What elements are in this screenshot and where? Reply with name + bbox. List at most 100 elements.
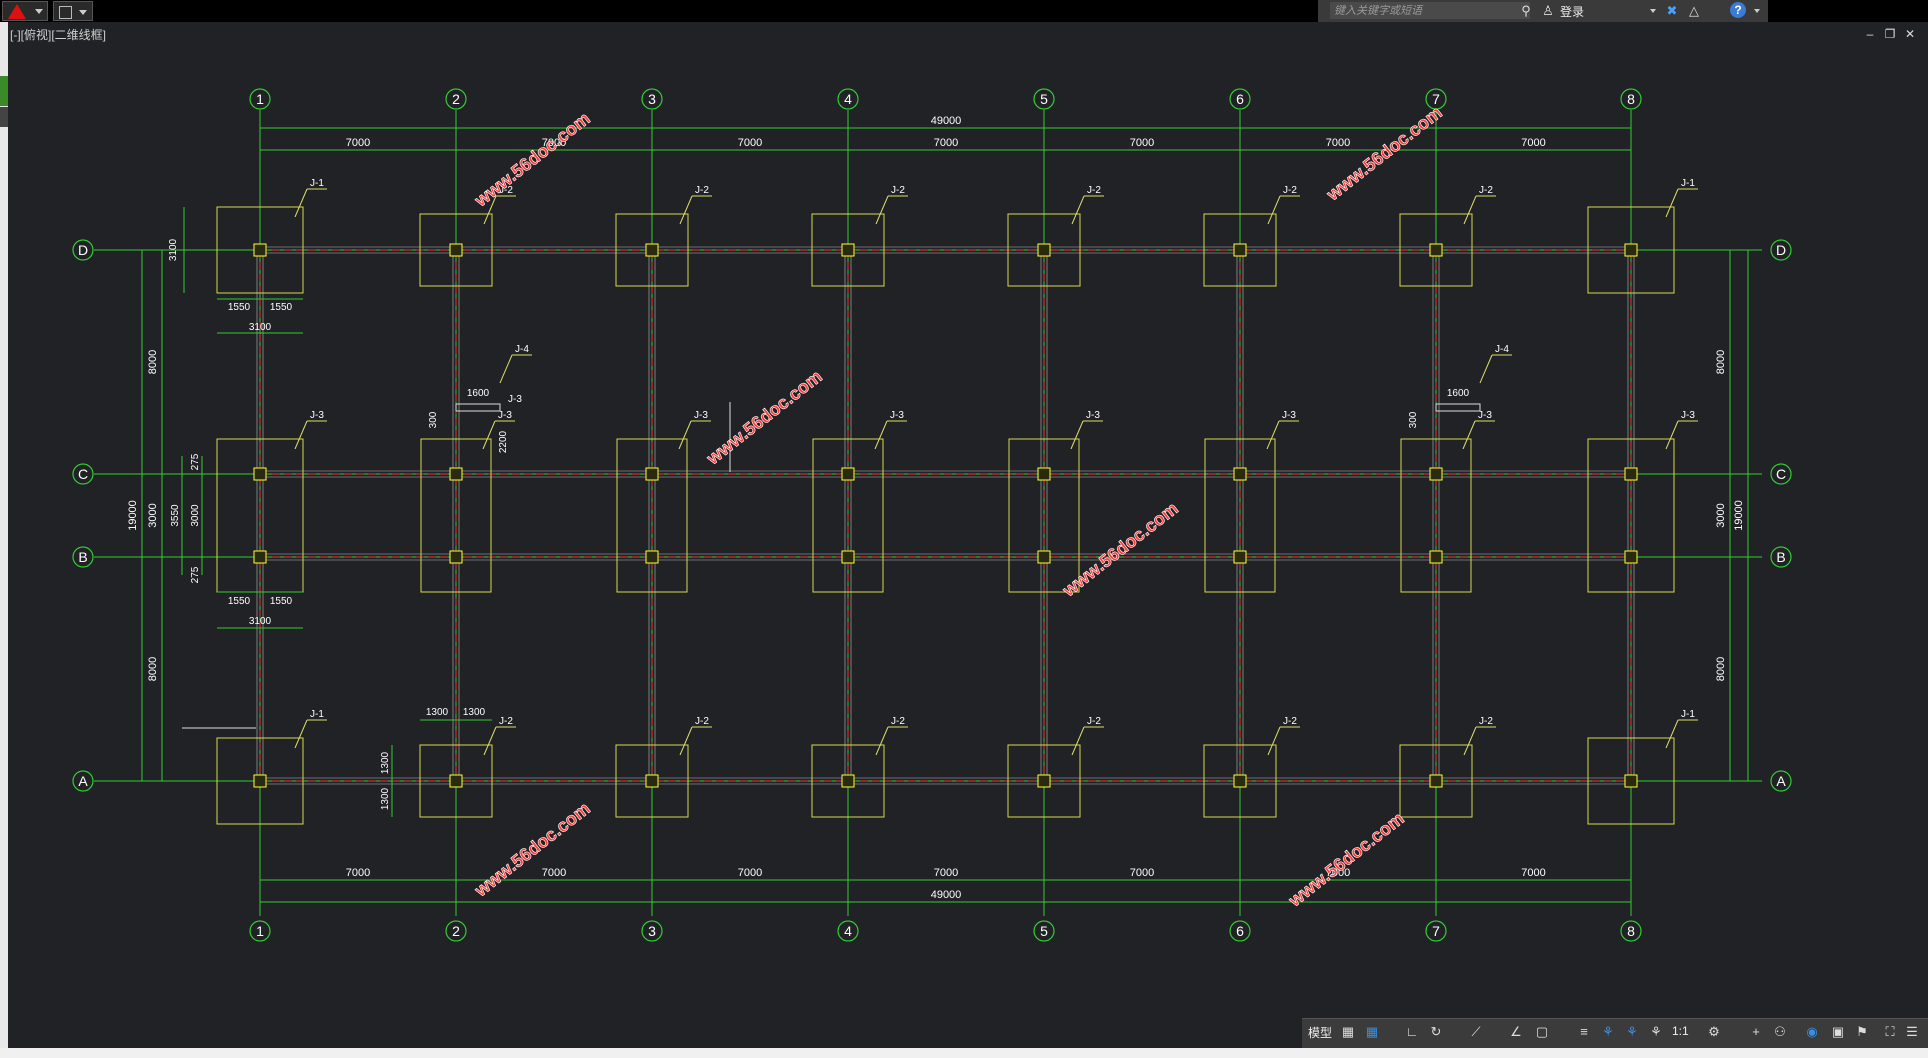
- footing-J2: [1007, 213, 1081, 287]
- model-tab[interactable]: 模型: [1308, 1026, 1333, 1040]
- dimension-text: 1550: [270, 302, 293, 313]
- axis-label: C: [1776, 466, 1786, 482]
- footing-label: J-3: [1282, 410, 1296, 421]
- dimension-text: 7000: [542, 137, 566, 149]
- ortho-icon[interactable]: ∟: [1405, 1024, 1419, 1039]
- footing-label: J-2: [891, 185, 905, 196]
- footing-label: J-1: [310, 709, 324, 720]
- column-square: [1037, 467, 1051, 481]
- chevron-down-icon[interactable]: [1754, 9, 1760, 13]
- search-input[interactable]: [1330, 2, 1530, 19]
- footing-J3: [1400, 438, 1472, 593]
- panel-tab[interactable]: [0, 107, 8, 127]
- dimension-text: 49000: [931, 889, 962, 901]
- plus-icon[interactable]: +: [1752, 1024, 1760, 1039]
- panel-tab[interactable]: [0, 76, 8, 106]
- axis-bubble-7: [1425, 920, 1447, 942]
- autocad-logo-icon: [8, 4, 26, 19]
- column-square: [1624, 243, 1638, 257]
- dimension-text: 7000: [1326, 867, 1350, 879]
- axis-label: 7: [1432, 91, 1440, 107]
- leader-line: [1479, 354, 1493, 384]
- dimension-text: 7000: [738, 867, 762, 879]
- axis-bubble-7: [1425, 88, 1447, 110]
- annotation-icon[interactable]: ▢: [1535, 1024, 1549, 1039]
- column-square: [1037, 774, 1051, 788]
- chevron-down-icon[interactable]: [79, 10, 87, 15]
- dimension-text: 2200: [498, 430, 509, 453]
- dimension-text: 7000: [346, 867, 370, 879]
- axis-label: 3: [648, 91, 656, 107]
- fullscreen-icon[interactable]: ⛶: [1885, 1024, 1895, 1039]
- axis-label: C: [78, 466, 88, 482]
- footing-label: J-1: [1681, 178, 1695, 189]
- object-snap-icon[interactable]: ∠: [1510, 1024, 1522, 1039]
- column-square: [1429, 774, 1443, 788]
- close-icon[interactable]: ✕: [1904, 27, 1916, 41]
- workspace-icon[interactable]: ⚇: [1774, 1024, 1786, 1039]
- axis-bubble-B: [1770, 546, 1792, 568]
- application-menu-button[interactable]: [2, 1, 48, 21]
- column-square: [1233, 467, 1247, 481]
- dimension-text: 1300: [380, 787, 391, 810]
- footing-label: J-3: [1681, 410, 1695, 421]
- column-square: [449, 467, 463, 481]
- dimension-text: 275: [190, 566, 201, 583]
- axis-bubble-8: [1620, 88, 1642, 110]
- isodraft-icon[interactable]: ⟋: [1471, 1024, 1481, 1039]
- axis-label: 3: [648, 923, 656, 939]
- leader-line: [1267, 195, 1281, 225]
- lineweight-icon[interactable]: ≡: [1580, 1024, 1588, 1039]
- axis-label: 8: [1627, 91, 1635, 107]
- binoculars-icon[interactable]: ⚲: [1521, 3, 1531, 18]
- leader-line: [1665, 188, 1679, 218]
- leader-line: [483, 726, 497, 756]
- chevron-down-icon: [35, 9, 43, 14]
- column-square: [449, 550, 463, 564]
- footing-label: J-2: [499, 185, 513, 196]
- isolate-objects-icon[interactable]: ◉: [1806, 1024, 1818, 1039]
- customize-icon[interactable]: ☰: [1906, 1024, 1918, 1039]
- help-icon[interactable]: ?: [1730, 2, 1746, 18]
- minimize-icon[interactable]: –: [1866, 27, 1874, 41]
- column-square: [1233, 550, 1247, 564]
- grid-icon[interactable]: ▦: [1341, 1024, 1355, 1039]
- footing-label: J-3: [508, 394, 522, 405]
- footing-label: J-1: [1681, 709, 1695, 720]
- footing-label: J-2: [891, 716, 905, 727]
- viewport-controls[interactable]: [-][俯视][二维线框]: [10, 28, 107, 42]
- autoscale-icon[interactable]: ⚘: [1626, 1024, 1638, 1039]
- exchange-icon[interactable]: ✖: [1666, 3, 1678, 18]
- snap-icon[interactable]: ▦: [1365, 1024, 1379, 1039]
- hardware-acceleration-icon[interactable]: ▣: [1831, 1024, 1845, 1039]
- axis-label: B: [1776, 549, 1785, 565]
- leader-line: [874, 420, 888, 450]
- user-icon[interactable]: ♙: [1542, 3, 1554, 18]
- footing-label: J-3: [310, 410, 324, 421]
- annotation-visibility-icon[interactable]: ⚘: [1602, 1024, 1614, 1039]
- footing-J2: [1203, 213, 1277, 287]
- chevron-down-icon[interactable]: [1650, 9, 1656, 13]
- save-icon[interactable]: [59, 6, 72, 19]
- annotation-scale-icon[interactable]: ⚘: [1650, 1024, 1662, 1039]
- footing-J4: [1435, 403, 1481, 412]
- polar-icon[interactable]: ↻: [1430, 1024, 1442, 1039]
- axis-bubble-5: [1033, 920, 1055, 942]
- drawing-canvas[interactable]: J-1J-3J-1J-2J-3J-2J-2J-3J-2J-2J-3J-2J-2J…: [0, 22, 1928, 1018]
- clean-screen-icon[interactable]: ⚑: [1856, 1024, 1868, 1039]
- leader-line: [499, 354, 513, 384]
- axis-bubble-5: [1033, 88, 1055, 110]
- restore-icon[interactable]: ❐: [1884, 27, 1896, 41]
- login-link[interactable]: 登录: [1560, 5, 1585, 19]
- axis-bubble-4: [837, 920, 859, 942]
- gear-icon[interactable]: ⚙: [1708, 1024, 1720, 1039]
- a360-icon[interactable]: △: [1689, 3, 1699, 18]
- dimension-text: 1300: [463, 707, 486, 718]
- annotation-scale-value[interactable]: 1:1: [1672, 1024, 1689, 1038]
- footing-J1: [1587, 737, 1675, 825]
- watermark-text: www.56doc.com: [1284, 808, 1408, 911]
- dimension-text: 8000: [147, 350, 159, 374]
- quick-access-toolbar[interactable]: [53, 1, 93, 21]
- axis-bubble-4: [837, 88, 859, 110]
- footing-label: J-2: [1479, 716, 1493, 727]
